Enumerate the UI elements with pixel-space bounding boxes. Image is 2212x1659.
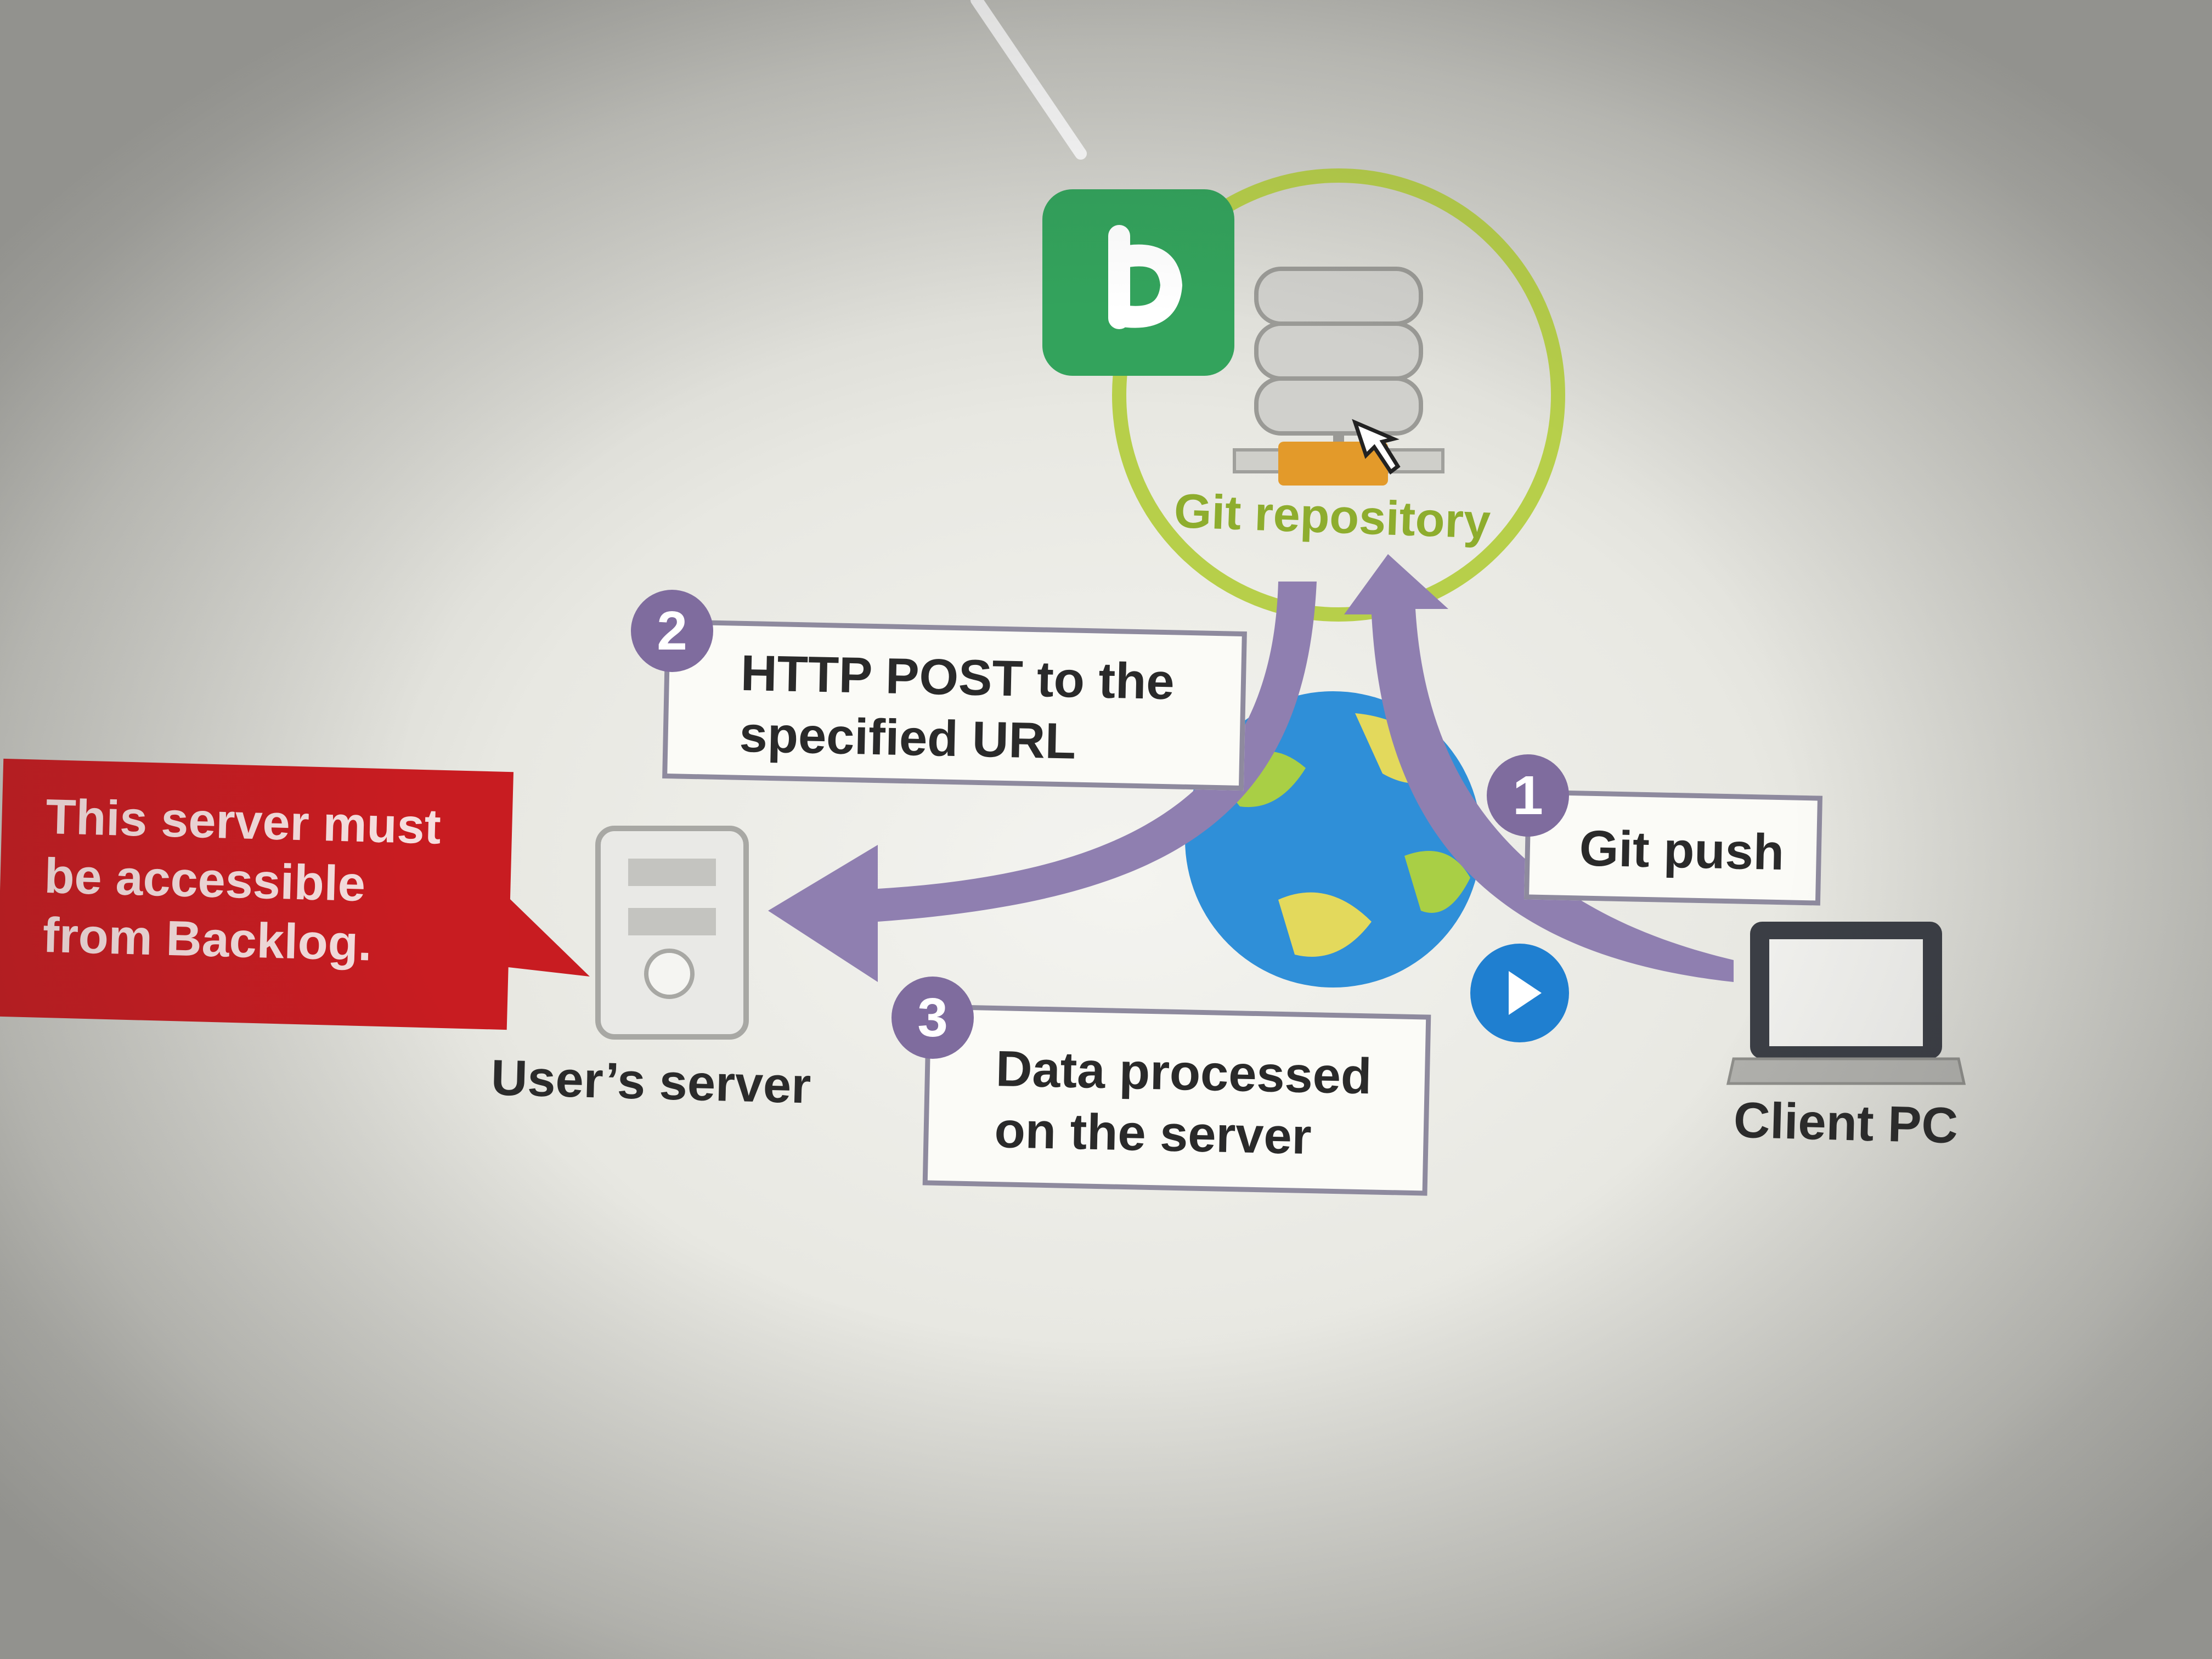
light-glare	[970, 0, 1087, 160]
laptop-icon	[1726, 922, 1966, 1085]
callout-line-2: be accessible	[43, 848, 366, 912]
users-server-label: User’s server	[490, 1049, 812, 1114]
step-1-label-line-1: Git push	[1578, 820, 1785, 881]
callout-pointer	[494, 883, 590, 977]
play-icon	[1509, 971, 1542, 1015]
mouse-cursor-icon	[1352, 419, 1401, 475]
step-1-label-box: Git push	[1523, 789, 1823, 906]
server-accessibility-callout: This server must be accessible from Back…	[0, 758, 514, 1030]
client-pc-label: Client PC	[1733, 1092, 1959, 1154]
step-2-badge: 2	[631, 590, 713, 672]
git-repository-label: Git repository	[1173, 483, 1492, 549]
repository-ring	[1112, 168, 1565, 622]
database-icon	[1233, 267, 1444, 486]
step-2-label-box: HTTP POST to the specified URL	[662, 619, 1247, 791]
step-3-label-line-1: Data processed	[995, 1041, 1373, 1105]
step-3-badge: 3	[891, 977, 974, 1059]
step-2-label-line-1: HTTP POST to the	[740, 645, 1175, 710]
step-2-label-line-2: specified URL	[738, 706, 1077, 770]
step-1-badge: 1	[1487, 754, 1569, 837]
backlog-logo-icon	[1042, 189, 1234, 376]
step-3-label-box: Data processed on the server	[922, 1004, 1431, 1196]
server-tower-icon	[595, 826, 749, 1040]
step-3-label-line-2: on the server	[994, 1102, 1312, 1165]
callout-line-3: from Backlog.	[42, 907, 373, 972]
play-button[interactable]	[1470, 944, 1569, 1042]
